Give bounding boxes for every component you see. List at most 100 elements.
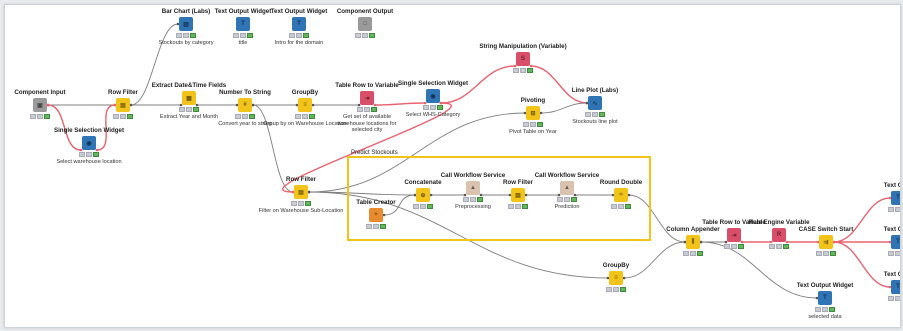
connection-string_manip-to-line_plot[interactable] (530, 65, 588, 104)
metanode-predict-stockouts[interactable]: Predict Stockouts (347, 150, 651, 241)
connection-single_sel_cat-to-string_manip[interactable] (440, 65, 516, 104)
input-port[interactable] (291, 190, 295, 194)
node-case-switch[interactable]: CASE Switch Start⇉ (781, 226, 871, 256)
connection-col_appender-to-text_out_selected[interactable] (700, 241, 818, 299)
output-port[interactable] (627, 193, 631, 197)
output-port[interactable] (95, 148, 99, 152)
input-port[interactable] (423, 101, 427, 105)
input-port[interactable] (888, 196, 892, 200)
connection-component_input-to-single_sel_wh[interactable] (47, 104, 82, 151)
filter-icon[interactable]: ▤ (511, 188, 525, 202)
input-port[interactable] (235, 103, 239, 107)
output-port[interactable] (195, 103, 199, 107)
connection-pivoting-to-line_plot[interactable] (540, 102, 588, 114)
input-port[interactable] (413, 193, 417, 197)
column-appender-icon[interactable]: ⫼ (686, 235, 700, 249)
node-pivoting[interactable]: Pivoting⊞Pivot Table on Year (488, 97, 578, 136)
connection-table_creator-to-concatenate[interactable] (383, 194, 416, 216)
component-output-icon[interactable]: □ (358, 17, 372, 31)
text-output-icon[interactable]: T (891, 235, 900, 249)
workflow-service-icon[interactable]: ▲ (466, 181, 480, 195)
output-port[interactable] (129, 103, 133, 107)
input-port[interactable] (176, 22, 180, 26)
input-port[interactable] (606, 276, 610, 280)
round-double-icon[interactable]: ≈ (614, 188, 628, 202)
groupby-icon[interactable]: ≡ (298, 98, 312, 112)
node-groupby-2[interactable]: GroupBy≡ (571, 262, 661, 292)
text-output-icon[interactable]: T (236, 17, 250, 31)
input-port[interactable] (79, 148, 83, 152)
connection-row_filter_1-to-bar_chart[interactable] (130, 23, 179, 106)
node-line-plot[interactable]: Line Plot (Labs)∿Stockouts line plot (550, 87, 640, 126)
node-text-out-r2[interactable]: Text OutpT (853, 226, 900, 256)
groupby-icon[interactable]: ≡ (609, 271, 623, 285)
node-single-sel-wh[interactable]: Single Selection Widget◉Select warehouse… (44, 127, 134, 166)
output-port[interactable] (832, 240, 836, 244)
output-port[interactable] (429, 193, 433, 197)
input-port[interactable] (513, 64, 517, 68)
component-input-icon[interactable]: ▣ (33, 98, 47, 112)
output-port[interactable] (307, 190, 311, 194)
node-bar-chart[interactable]: Bar Chart (Labs)▥Stockouts by category (141, 8, 231, 47)
table-to-variable-icon[interactable]: ⇥ (360, 91, 374, 105)
output-port[interactable] (373, 103, 377, 107)
input-port[interactable] (113, 103, 117, 107)
input-port[interactable] (523, 111, 527, 115)
input-port[interactable] (508, 193, 512, 197)
node-string-manip[interactable]: String Manipulation (Variable)S (478, 43, 568, 73)
node-text-out-r1[interactable]: Text OutpT (853, 182, 900, 212)
output-port[interactable] (524, 193, 528, 197)
node-row-filter-2[interactable]: Row Filter▤Filter on Warehouse Sub-Locat… (256, 176, 346, 215)
connection-single_sel_wh-to-row_filter_1[interactable] (96, 104, 116, 151)
line-plot-icon[interactable]: ∿ (588, 96, 602, 110)
input-port[interactable] (611, 193, 615, 197)
output-port[interactable] (622, 276, 626, 280)
workflow-service-icon[interactable]: ▲ (560, 181, 574, 195)
node-groupby-1[interactable]: GroupBy≡Group by on Warehouse Location (260, 89, 350, 128)
node-cws-2[interactable]: Call Workflow Service▲Prediction (522, 172, 612, 211)
input-port[interactable] (769, 240, 773, 244)
table-to-variable-icon[interactable]: ⇥ (727, 228, 741, 242)
concatenate-icon[interactable]: ⊕ (416, 188, 430, 202)
input-port[interactable] (295, 103, 299, 107)
input-port[interactable] (585, 101, 589, 105)
number-string-icon[interactable]: # (238, 98, 252, 112)
input-port[interactable] (888, 240, 892, 244)
output-port[interactable] (699, 240, 703, 244)
pivot-icon[interactable]: ⊞ (526, 106, 540, 120)
filter-icon[interactable]: ▤ (294, 185, 308, 199)
output-port[interactable] (251, 103, 255, 107)
switch-icon[interactable]: ⇉ (819, 235, 833, 249)
input-port[interactable] (557, 193, 561, 197)
node-component-input[interactable]: Component Input▣ (5, 89, 85, 119)
input-port[interactable] (357, 103, 361, 107)
output-port[interactable] (573, 193, 577, 197)
node-table-creator[interactable]: Table Creator+ (331, 199, 421, 229)
connection-row_filter_2-to-pivoting[interactable] (308, 112, 526, 193)
selection-widget-icon[interactable]: ◉ (426, 89, 440, 103)
connection-num_to_str-to-row_filter_2[interactable] (252, 104, 294, 193)
connection-groupby_2-to-col_appender[interactable] (623, 241, 686, 279)
connection-case_switch-to-text_out_r1[interactable] (833, 197, 891, 243)
output-port[interactable] (529, 64, 533, 68)
node-table-row-var-2[interactable]: Table Row to Variable⇥ (689, 219, 779, 249)
node-concatenate[interactable]: Concatenate⊕ (378, 179, 468, 209)
input-port[interactable] (683, 240, 687, 244)
table-creator-icon[interactable]: + (369, 208, 383, 222)
rule-engine-icon[interactable]: R (772, 228, 786, 242)
output-port[interactable] (785, 240, 789, 244)
output-port[interactable] (740, 240, 744, 244)
node-extract-dt[interactable]: Extract Date&Time Fields▦Extract Year an… (144, 82, 234, 121)
node-text-out-r3[interactable]: Text OutpT (853, 271, 900, 301)
workflow-canvas[interactable]: Predict Stockouts Component Input▣ Single… (4, 4, 901, 328)
node-num-to-str[interactable]: Number To String#Convert year to string (200, 89, 290, 128)
input-port[interactable] (179, 103, 183, 107)
output-port[interactable] (311, 103, 315, 107)
connection-round_double-to-col_appender[interactable] (628, 194, 686, 243)
node-component-output[interactable]: Component Output□ (320, 8, 410, 38)
connection-single_sel_cat-to-row_filter_2[interactable] (282, 102, 452, 193)
